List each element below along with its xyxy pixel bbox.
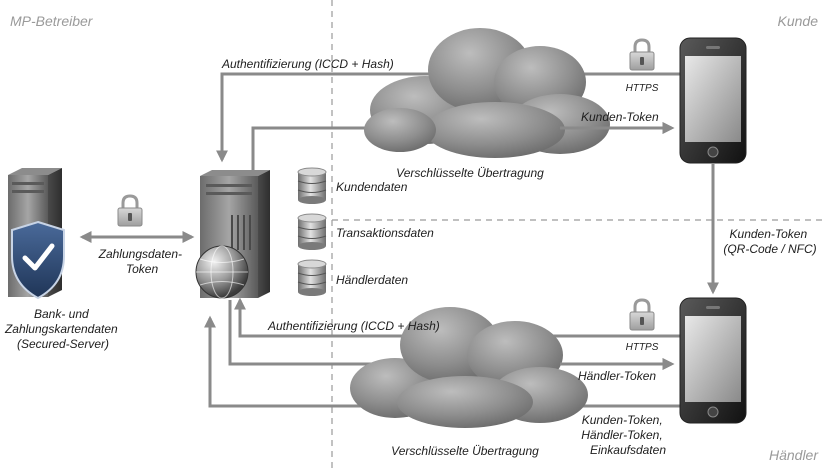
region-label-customer: Kunde (778, 13, 819, 29)
database-label-transactions: Transaktionsdaten (336, 226, 434, 240)
shield-icon (11, 220, 65, 300)
database-transactions (297, 213, 327, 250)
database-merchant (297, 259, 327, 296)
database-customer (297, 167, 327, 204)
database-label-customer: Kundendaten (336, 180, 408, 194)
https-label-top: HTTPS (626, 83, 659, 94)
region-label-merchant: Händler (769, 447, 819, 463)
cloud-icon-top (364, 28, 610, 158)
bottom-cloud-label: Verschlüsselte Übertragung (391, 444, 539, 458)
bank-server-label: Bank- und Zahlungskartendaten (Secured-S… (4, 307, 121, 351)
database-label-merchant: Händlerdaten (336, 273, 408, 287)
top-auth-label: Authentifizierung (ICCD + Hash) (221, 57, 394, 71)
https-label-bottom: HTTPS (626, 342, 659, 353)
lock-icon-bottom (629, 298, 655, 331)
checkmark-icon (22, 243, 55, 271)
customer-to-merchant-label: Kunden-Token (QR-Code / NFC) (723, 227, 816, 256)
merchant-token-label: Händler-Token (578, 369, 656, 383)
customer-phone-icon (679, 37, 747, 164)
bottom-auth-label: Authentifizierung (ICCD + Hash) (267, 319, 440, 333)
globe-icon (195, 245, 249, 299)
central-server (195, 170, 270, 299)
lock-icon-top (629, 38, 655, 71)
merchant-phone-icon (679, 297, 747, 424)
customer-token-label: Kunden-Token (581, 110, 659, 124)
payment-token-label: Zahlungsdaten- Token (98, 247, 186, 276)
top-cloud-label: Verschlüsselte Übertragung (396, 166, 544, 180)
merchant-upload-label: Kunden-Token, Händler-Token, Einkaufsdat… (581, 413, 666, 457)
region-separators (331, 0, 827, 468)
cloud-icon-bottom (350, 307, 588, 428)
bank-server (8, 168, 65, 300)
lock-icon (117, 194, 143, 227)
region-label-operator: MP-Betreiber (10, 13, 94, 29)
